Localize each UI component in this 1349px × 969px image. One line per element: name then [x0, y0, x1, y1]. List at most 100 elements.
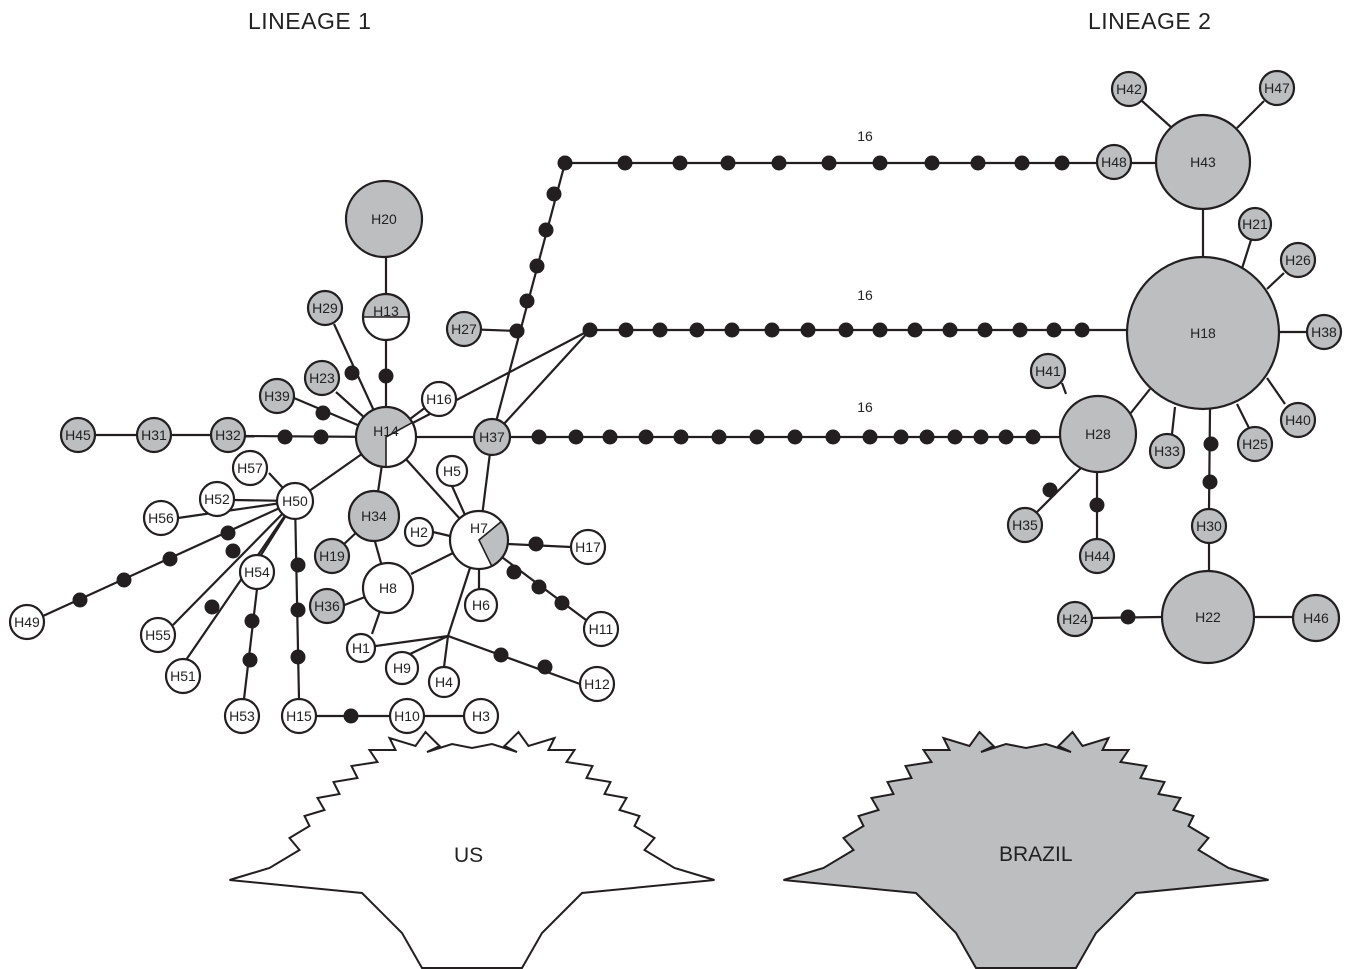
mutation-step-dot: [947, 429, 963, 445]
network-edge: [1036, 467, 1082, 513]
network-edge: [1207, 408, 1212, 510]
haplotype-node-h22: H22: [1160, 569, 1256, 665]
haplotype-label: H46: [1303, 610, 1329, 626]
haplotype-node-h31: H31: [135, 416, 173, 454]
mutation-step-dot: [277, 429, 293, 445]
haplotype-node-h6: H6: [463, 587, 499, 623]
mutation-step-dot: [689, 322, 705, 338]
mutation-step-dot: [771, 155, 787, 171]
haplotype-node-h8: H8: [361, 561, 415, 615]
haplotype-label: H55: [145, 627, 171, 643]
haplotype-node-h52: H52: [198, 480, 236, 518]
mutation-step-dot: [116, 572, 132, 588]
haplotype-node-h41: H41: [1029, 352, 1067, 390]
mutation-step-dot: [638, 429, 654, 445]
haplotype-node-h11: H11: [582, 610, 620, 648]
mutation-step-dot: [800, 322, 816, 338]
mutation-step-dot: [998, 429, 1014, 445]
mutation-step-dot: [378, 368, 394, 384]
haplotype-node-h36: H36: [308, 587, 346, 625]
network-edge: [447, 634, 581, 686]
haplotype-node-h42: H42: [1110, 70, 1148, 108]
network-edge: [177, 499, 296, 520]
haplotype-node-h48: H48: [1095, 143, 1133, 181]
mutation-step-dot: [672, 155, 688, 171]
mutation-step-dot: [506, 564, 522, 580]
mutation-step-dot: [970, 155, 986, 171]
mutation-step-dot: [787, 429, 803, 445]
haplotype-node-h25: H25: [1236, 425, 1274, 463]
haplotype-label: H13: [373, 303, 399, 319]
network-edge: [1170, 406, 1177, 435]
mutation-step-dot: [1074, 322, 1090, 338]
mutation-step-dot: [546, 186, 562, 202]
haplotype-label: H47: [1264, 80, 1290, 96]
mutation-step-dot: [72, 592, 88, 608]
haplotype-label: H22: [1195, 609, 1221, 625]
mutation-step-dot: [919, 429, 935, 445]
haplotype-node-h20: H20: [344, 179, 424, 259]
mutation-step-dot: [1202, 474, 1218, 490]
haplotype-node-h38: H38: [1305, 313, 1343, 351]
mutation-step-dot: [1046, 322, 1062, 338]
mutation-step-dot: [764, 322, 780, 338]
mutation-step-dot: [1042, 482, 1058, 498]
haplotype-label: H32: [215, 427, 241, 443]
haplotype-node-h4: H4: [427, 665, 461, 699]
haplotype-label: H54: [244, 564, 270, 580]
mutation-step-dot: [568, 429, 584, 445]
haplotype-node-h24: H24: [1056, 600, 1094, 638]
us-region-label: US: [454, 844, 484, 867]
haplotype-label: H56: [148, 510, 174, 526]
mutation-step-dot: [720, 155, 736, 171]
network-edge: [442, 635, 450, 668]
haplotype-node-h10: H10: [388, 697, 426, 735]
haplotype-node-h9: H9: [384, 650, 420, 686]
mutation-step-dot: [825, 429, 841, 445]
haplotype-node-h16: H16: [420, 380, 458, 418]
haplotype-label: H42: [1116, 81, 1142, 97]
haplotype-label: H43: [1190, 154, 1216, 170]
mutation-step-dot: [162, 551, 178, 567]
haplotype-node-h35: H35: [1006, 506, 1044, 544]
haplotype-node-h5: H5: [435, 454, 469, 488]
haplotype-node-h12: H12: [578, 665, 616, 703]
haplotype-label: H21: [1242, 216, 1268, 232]
haplotype-label: H51: [170, 668, 196, 684]
haplotype-label: H36: [314, 598, 340, 614]
haplotype-node-h1: H1: [345, 632, 377, 664]
haplotype-node-h29: H29: [306, 289, 344, 327]
mutation-step-dot: [557, 155, 573, 171]
haplotype-node-h23: H23: [303, 359, 341, 397]
haplotype-label: H4: [435, 674, 453, 690]
haplotype-node-h18: H18: [1125, 255, 1281, 411]
network-edge: [1236, 100, 1265, 129]
haplotype-node-h28: H28: [1058, 394, 1138, 474]
mutation-step-dot: [602, 429, 618, 445]
mutation-step-dot: [862, 429, 878, 445]
haplotype-label: H10: [394, 708, 420, 724]
haplotype-node-h26: H26: [1279, 241, 1317, 279]
haplotype-label: H34: [361, 508, 387, 524]
mutation-step-dot: [1054, 155, 1070, 171]
haplotype-label: H9: [393, 660, 411, 676]
haplotype-label: H53: [229, 708, 255, 724]
haplotype-node-h47: H47: [1258, 69, 1296, 107]
haplotype-node-h33: H33: [1148, 432, 1186, 470]
network-edge: [1236, 403, 1250, 429]
mutation-step-dot: [1120, 609, 1136, 625]
haplotype-label: H2: [410, 524, 428, 540]
mutation-step-dot: [872, 155, 888, 171]
mutation-step-dot: [531, 429, 547, 445]
haplotype-node-h50: H50: [275, 481, 315, 521]
haplotype-node-h19: H19: [313, 537, 351, 575]
mutation-step-dot: [531, 579, 547, 595]
haplotype-node-h21: H21: [1237, 206, 1273, 242]
mutation-step-dot: [582, 322, 598, 338]
network-edge: [1060, 382, 1068, 395]
mutation-step-dot: [1014, 155, 1030, 171]
network-edge: [432, 530, 451, 538]
haplotype-node-h56: H56: [142, 499, 180, 537]
haplotype-node-h49: H49: [8, 603, 46, 641]
haplotype-label: H31: [141, 427, 167, 443]
